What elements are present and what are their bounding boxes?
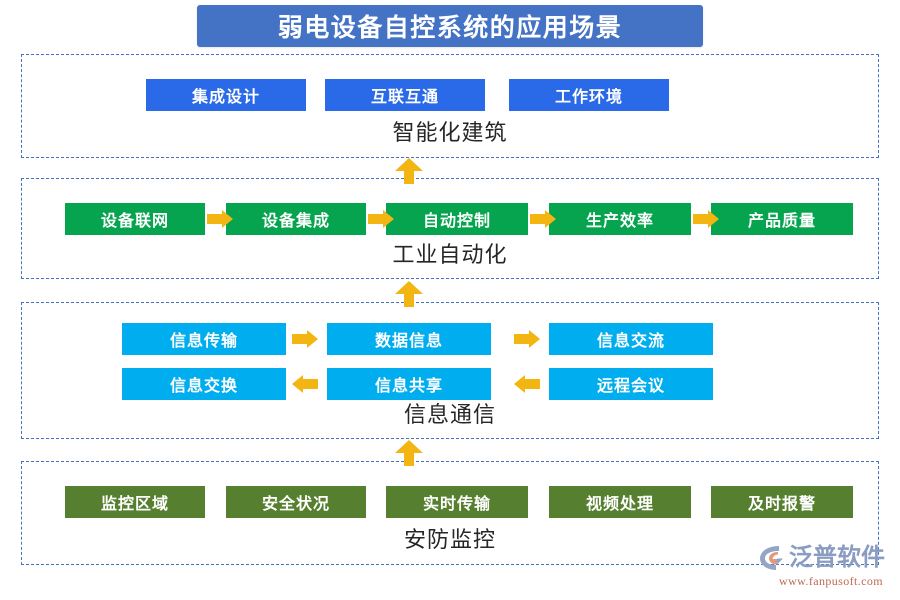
arrow-right-icon: [207, 210, 233, 228]
section-panel-industrial-automation: 设备联网 设备集成 自动控制 生产效率 产品质量 工业自动化: [21, 178, 879, 279]
arrow-up-icon: [395, 158, 423, 184]
brand-url: www.fanpusoft.com: [779, 574, 884, 588]
page-title-banner: 弱电设备自控系统的应用场景: [197, 5, 703, 47]
arrow-right-icon: [693, 210, 719, 228]
arrow-right-icon: [368, 210, 394, 228]
node-box[interactable]: 设备联网: [65, 203, 205, 235]
section-panel-security-monitoring: 监控区域 安全状况 实时传输 视频处理 及时报警 安防监控: [21, 461, 879, 565]
arrow-right-icon: [292, 330, 318, 348]
page-title: 弱电设备自控系统的应用场景: [277, 14, 623, 42]
section-panel-intelligent-building: 集成设计 互联互通 工作环境 智能化建筑: [21, 54, 879, 158]
node-box[interactable]: 设备集成: [226, 203, 366, 235]
section-panel-information-communication: 信息传输 数据信息 信息交流 信息交换 信息共享 远程会议 信息通信: [21, 302, 879, 439]
node-box[interactable]: 数据信息: [327, 323, 491, 355]
fanpu-swoosh-icon: [757, 543, 787, 572]
node-box[interactable]: 视频处理: [549, 486, 691, 518]
node-box[interactable]: 及时报警: [711, 486, 853, 518]
node-box[interactable]: 自动控制: [386, 203, 528, 235]
node-box[interactable]: 产品质量: [711, 203, 853, 235]
arrow-right-icon: [514, 330, 540, 348]
node-box[interactable]: 工作环境: [509, 79, 669, 111]
node-box[interactable]: 实时传输: [386, 486, 528, 518]
node-box[interactable]: 信息交流: [549, 323, 713, 355]
node-box[interactable]: 信息共享: [327, 368, 491, 400]
arrow-left-icon: [292, 375, 318, 393]
node-box[interactable]: 集成设计: [146, 79, 306, 111]
arrow-up-icon: [395, 440, 423, 466]
arrow-left-icon: [514, 375, 540, 393]
node-box[interactable]: 信息交换: [122, 368, 286, 400]
node-box[interactable]: 信息传输: [122, 323, 286, 355]
brand-name: 泛普软件: [789, 543, 885, 571]
node-box[interactable]: 远程会议: [549, 368, 713, 400]
node-box[interactable]: 互联互通: [325, 79, 485, 111]
section-label-information-communication: 信息通信: [403, 402, 496, 427]
section-label-security-monitoring: 安防监控: [403, 527, 496, 552]
section-label-industrial-automation: 工业自动化: [392, 242, 508, 267]
brand-logo: 泛普软件 www.fanpusoft.com: [757, 541, 895, 593]
arrow-right-icon: [530, 210, 556, 228]
arrow-up-icon: [395, 281, 423, 307]
node-box[interactable]: 安全状况: [226, 486, 366, 518]
node-box[interactable]: 监控区域: [65, 486, 205, 518]
node-box[interactable]: 生产效率: [549, 203, 691, 235]
section-label-intelligent-building: 智能化建筑: [392, 120, 508, 145]
